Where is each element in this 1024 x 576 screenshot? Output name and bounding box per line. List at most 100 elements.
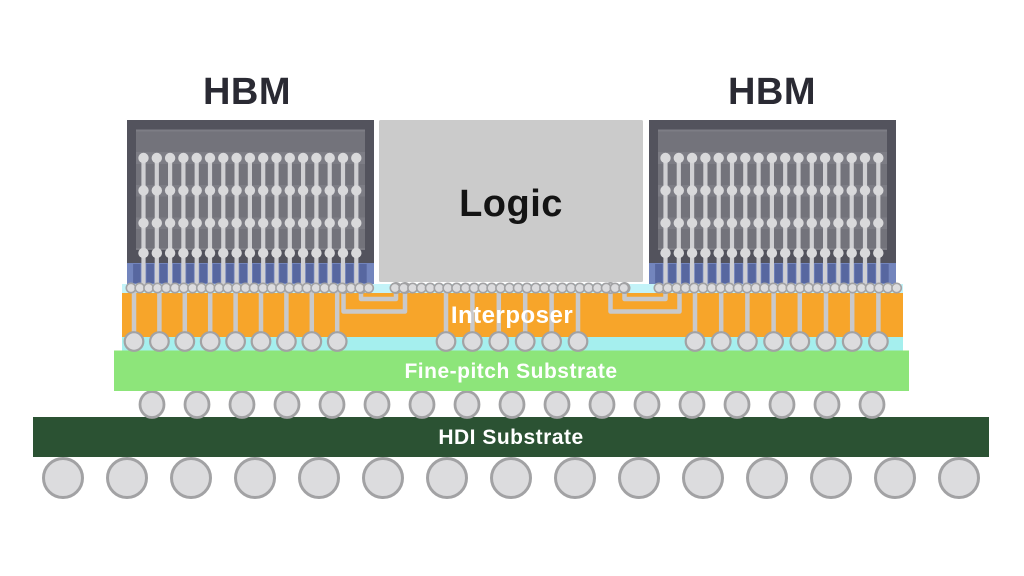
micro-bump: [297, 185, 309, 196]
bga-ball: [362, 457, 404, 499]
substrate-ball-row: [138, 390, 886, 419]
c4-bump: [225, 331, 247, 352]
micro-bump: [271, 185, 282, 196]
interposer-microbump: [468, 282, 480, 294]
micro-bump: [191, 152, 202, 164]
micro-bump: [859, 152, 871, 164]
micro-bump: [231, 152, 242, 164]
base-die-segment: [828, 264, 836, 283]
interposer-microbump: [239, 282, 251, 294]
base-die-segment: [681, 264, 690, 283]
micro-bump: [686, 247, 698, 259]
micro-bump: [231, 247, 242, 259]
c4-bump: [326, 331, 348, 352]
micro-bump: [231, 185, 242, 196]
micro-bump: [726, 217, 738, 229]
interposer-microbump: [204, 282, 216, 294]
interposer-microbump: [864, 282, 876, 294]
c4-bump: [789, 331, 811, 352]
micro-bump: [337, 247, 349, 259]
micro-bump: [686, 185, 698, 196]
interposer-microbump: [292, 282, 304, 294]
interposer-microbump: [266, 282, 278, 294]
micro-bump: [204, 185, 216, 196]
micro-bump: [726, 247, 738, 259]
base-die-segment: [226, 264, 234, 283]
substrate-ball: [138, 390, 166, 419]
interposer-microbump: [715, 282, 727, 294]
interposer-microbump: [459, 282, 471, 294]
micro-bump: [873, 217, 884, 229]
substrate-ball: [408, 390, 436, 419]
micro-bump: [660, 152, 671, 164]
c4-bump: [488, 331, 510, 352]
substrate-ball: [498, 390, 526, 419]
micro-bump: [819, 152, 831, 164]
micro-bump: [846, 152, 857, 164]
bga-ball: [234, 457, 276, 499]
micro-bump: [271, 152, 282, 164]
micro-bump: [311, 217, 322, 229]
interposer-microbump: [310, 282, 322, 294]
base-die-segment: [159, 264, 168, 283]
interposer-microbump: [609, 282, 621, 294]
interposer-microbump: [521, 282, 533, 294]
base-die-segment: [252, 264, 261, 283]
hbm-stack: [127, 120, 374, 287]
base-die-segment: [655, 264, 663, 283]
micro-bump: [819, 185, 831, 196]
interposer-microbump: [882, 282, 894, 294]
micro-bump: [297, 217, 309, 229]
c4-bump: [815, 331, 837, 352]
interposer-microbump: [336, 282, 348, 294]
micro-bump: [231, 217, 242, 229]
logic-label: Logic: [459, 183, 563, 225]
bga-ball: [810, 457, 852, 499]
interposer-microbump: [653, 282, 665, 294]
micro-bump: [218, 217, 229, 229]
micro-bump: [766, 247, 778, 259]
bga-ball: [618, 457, 660, 499]
micro-bump: [244, 217, 256, 229]
interposer-microbump: [574, 282, 586, 294]
interposer-microbump: [415, 282, 427, 294]
c4-bump: [684, 331, 706, 352]
micro-bump: [833, 217, 844, 229]
substrate-ball: [858, 390, 886, 419]
micro-bump: [138, 152, 149, 164]
interposer-microbump: [477, 282, 489, 294]
micro-bump: [700, 152, 711, 164]
interposer-microbump: [838, 282, 850, 294]
micro-bump: [178, 152, 189, 164]
micro-bump: [311, 152, 322, 164]
micro-bump: [660, 185, 671, 196]
interposer-microbump: [512, 282, 524, 294]
micro-bump: [819, 217, 831, 229]
micro-bump: [859, 247, 871, 259]
interposer-microbump: [319, 282, 331, 294]
interposer-label: Interposer: [451, 302, 573, 329]
micro-bump: [833, 152, 844, 164]
base-die-segment: [186, 264, 194, 283]
micro-bump: [271, 217, 282, 229]
bga-ball: [554, 457, 596, 499]
c4-bump: [737, 331, 758, 352]
bga-ball: [874, 457, 916, 499]
micro-bump: [297, 152, 309, 164]
micro-bump: [138, 217, 149, 229]
substrate-ball: [543, 390, 571, 419]
base-die-segment: [721, 264, 730, 283]
micro-bump: [138, 247, 149, 259]
base-die-segment: [774, 264, 783, 283]
base-die-segment: [841, 264, 849, 283]
interposer-microbump: [539, 282, 551, 294]
interposer-microbump: [231, 282, 243, 294]
micro-bump: [284, 247, 295, 259]
micro-bump: [311, 247, 322, 259]
base-die-segment: [668, 264, 676, 283]
c4-bump: [462, 331, 483, 352]
micro-bump: [244, 185, 256, 196]
substrate-ball: [363, 390, 391, 419]
micro-bump: [740, 152, 751, 164]
interposer-microbump: [213, 282, 225, 294]
